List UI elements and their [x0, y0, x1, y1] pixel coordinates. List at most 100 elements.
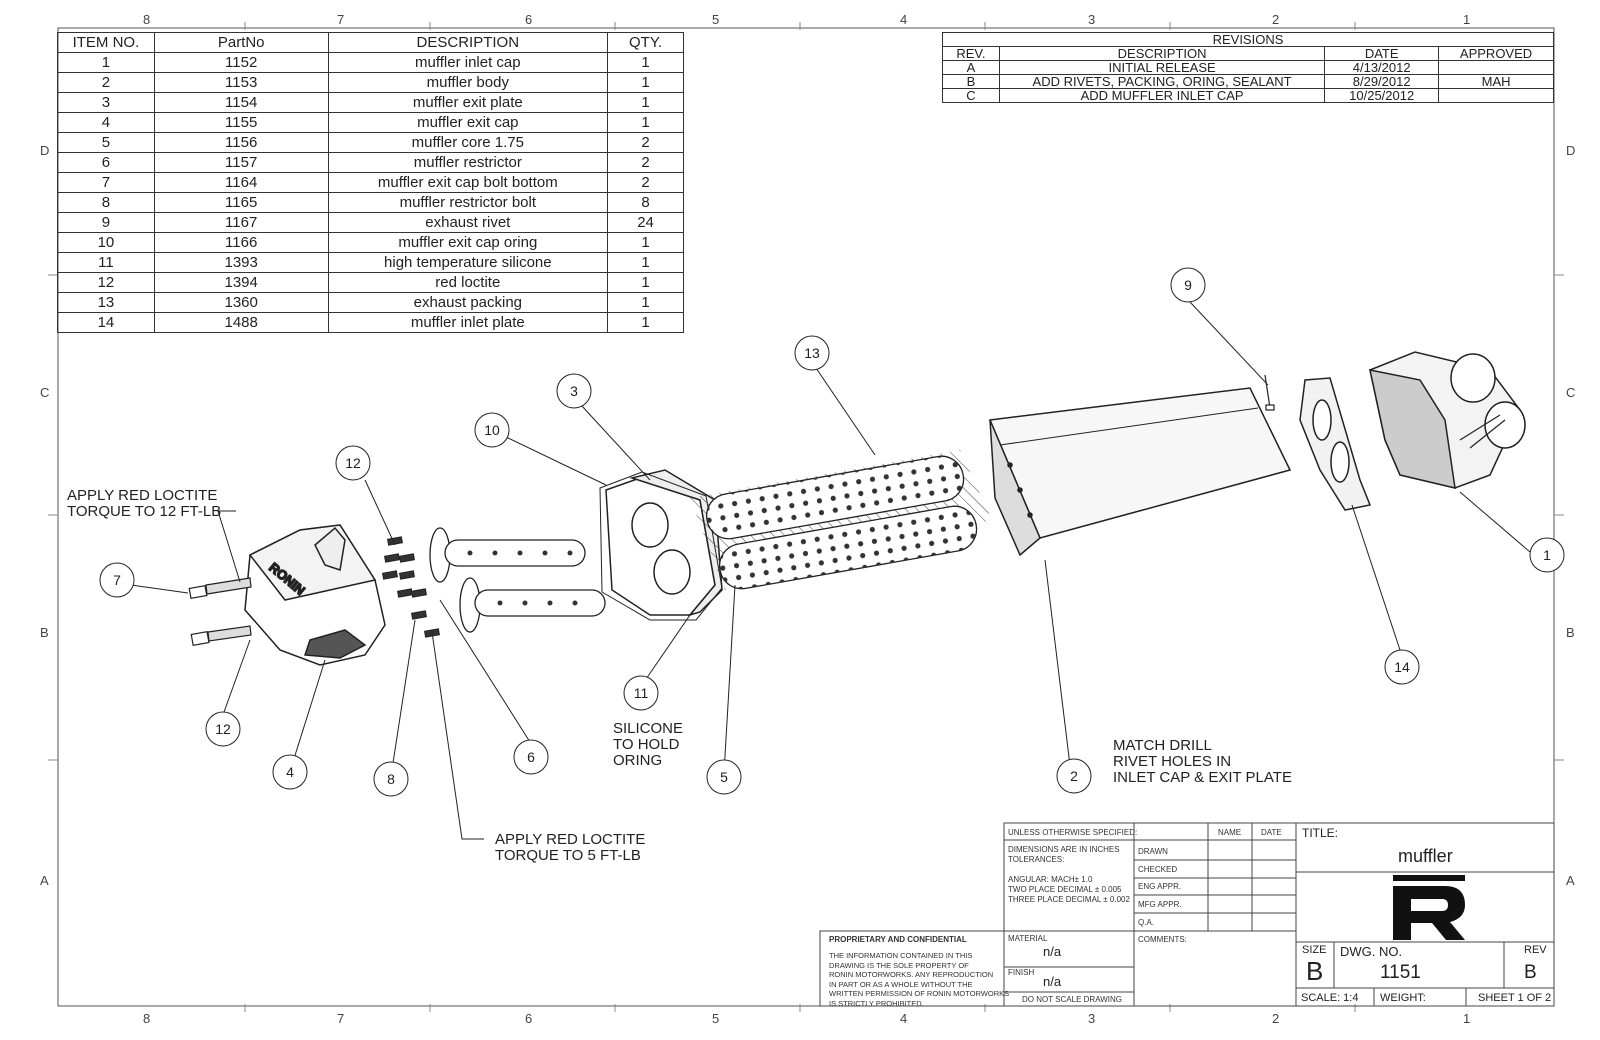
exit-plate-part: [599, 469, 723, 621]
svg-text:12: 12: [345, 455, 361, 471]
zone-col-1: 1: [1463, 12, 1471, 27]
bom-partno: 1152: [153, 52, 329, 73]
rev-letter: C: [942, 88, 1000, 103]
note-match-drill-line2: RIVET HOLES IN: [1113, 753, 1232, 770]
bom-description: muffler inlet cap: [327, 52, 609, 73]
balloon-10: 10: [474, 412, 510, 448]
svg-text:3: 3: [570, 383, 578, 399]
bom-description: exhaust rivet: [327, 212, 609, 233]
balloon-13: 13: [794, 335, 830, 371]
bom-description: muffler core 1.75: [327, 132, 609, 153]
zone-ticks: [48, 22, 1564, 1012]
zone-row-c: C: [40, 385, 50, 400]
bom-description: muffler restrictor bolt: [327, 192, 609, 213]
balloon-2: 2: [1056, 758, 1092, 794]
bom-description: exhaust packing: [327, 292, 609, 313]
svg-text:6: 6: [527, 749, 535, 765]
rev-date: 4/13/2012: [1324, 60, 1440, 75]
bom-partno: 1166: [153, 232, 329, 253]
tb-checked: CHECKED: [1138, 865, 1178, 874]
bom-item-no: 5: [57, 132, 155, 153]
tb-dims1: DIMENSIONS ARE IN INCHES: [1008, 845, 1120, 854]
bom-description: high temperature silicone: [327, 252, 609, 273]
tb-title-value: muffler: [1398, 846, 1453, 866]
rev-description: ADD MUFFLER INLET CAP: [998, 88, 1326, 103]
note-loctite-12-line2: TORQUE TO 12 FT-LB: [67, 503, 222, 520]
zone-col-6-bottom: 6: [525, 1011, 533, 1026]
bom-partno: 1164: [153, 172, 329, 193]
bom-item-no: 6: [57, 152, 155, 173]
balloon-8: 8: [373, 761, 409, 797]
tb-two-place: TWO PLACE DECIMAL ± 0.005: [1008, 885, 1122, 894]
bom-item-no: 11: [57, 252, 155, 273]
bom-item-no: 10: [57, 232, 155, 253]
title-block-grid: [819, 822, 1555, 1007]
bom-item-no: 4: [57, 112, 155, 133]
bom-header-item: ITEM NO.: [57, 32, 155, 53]
svg-text:2: 2: [1070, 768, 1078, 784]
rev-header-approved: APPROVED: [1438, 46, 1554, 61]
balloon-6: 6: [513, 739, 549, 775]
svg-text:5: 5: [720, 769, 728, 785]
rev-letter: A: [942, 60, 1000, 75]
tb-finish-label: FINISH: [1008, 968, 1035, 977]
rev-description: INITIAL RELEASE: [998, 60, 1326, 75]
tb-unless: UNLESS OTHERWISE SPECIFIED:: [1008, 828, 1138, 837]
revisions-header-row: REV. DESCRIPTION DATE APPROVED: [942, 46, 1554, 61]
bom-qty: 1: [607, 292, 684, 313]
tb-dwg-label: DWG. NO.: [1340, 944, 1403, 959]
zone-col-3-bottom: 3: [1088, 1011, 1096, 1026]
balloon-9: 9: [1170, 267, 1206, 303]
muffler-exit-cap-part: RONIN: [244, 524, 386, 666]
tb-comments: COMMENTS:: [1138, 935, 1187, 944]
zone-row-d: D: [40, 143, 50, 158]
bom-qty: 2: [607, 132, 684, 153]
zone-col-7: 7: [337, 12, 345, 27]
bom-item-no: 3: [57, 92, 155, 113]
svg-text:1: 1: [1543, 547, 1551, 563]
zone-row-c-right: C: [1566, 385, 1576, 400]
bom-partno: 1394: [153, 272, 329, 293]
balloon-4: 4: [272, 754, 308, 790]
bom-qty: 1: [607, 92, 684, 113]
zone-col-8: 8: [143, 12, 151, 27]
tb-proprietary-text: THE INFORMATION CONTAINED IN THIS DRAWIN…: [829, 951, 1009, 1008]
tb-date-label: DATE: [1261, 828, 1282, 837]
bom-header-description: DESCRIPTION: [327, 32, 609, 53]
bom-item-no: 2: [57, 72, 155, 93]
tb-no-scale: DO NOT SCALE DRAWING: [1022, 995, 1123, 1004]
tb-qa: Q.A.: [1138, 918, 1155, 927]
bom-description: muffler body: [327, 72, 609, 93]
note-loctite-5-line1: APPLY RED LOCTITE: [495, 831, 646, 848]
bom-partno: 1155: [153, 112, 329, 133]
svg-text:9: 9: [1184, 277, 1192, 293]
svg-text:12: 12: [215, 721, 231, 737]
bolt-12-part: [190, 625, 252, 646]
zone-col-3: 3: [1088, 12, 1096, 27]
tb-mfg-appr: MFG APPR.: [1138, 900, 1182, 909]
revisions-table: REVISIONS REV. DESCRIPTION DATE APPROVED…: [942, 32, 1554, 103]
tb-dwg-value: 1151: [1380, 962, 1421, 983]
tb-prop-line: THE INFORMATION CONTAINED IN THIS: [829, 951, 973, 960]
note-match-drill: MATCH DRILL RIVET HOLES IN INLET CAP & E…: [1113, 738, 1292, 786]
note-silicone-line1: SILICONE: [613, 720, 684, 737]
bom-qty: 2: [607, 172, 684, 193]
inlet-plate-part: [1299, 377, 1372, 511]
bom-item-no: 9: [57, 212, 155, 233]
tb-prop-line: IS STRICTLY PROHIBITED.: [829, 998, 924, 1008]
tb-rev-label: REV: [1524, 944, 1547, 956]
tb-material-label: MATERIAL: [1008, 934, 1048, 943]
tb-prop-line: IN PART OR AS A WHOLE WITHOUT THE: [829, 979, 973, 989]
zone-row-a: A: [40, 873, 49, 888]
muffler-body-part: [988, 387, 1292, 557]
note-silicone-line3: ORING: [613, 752, 663, 769]
